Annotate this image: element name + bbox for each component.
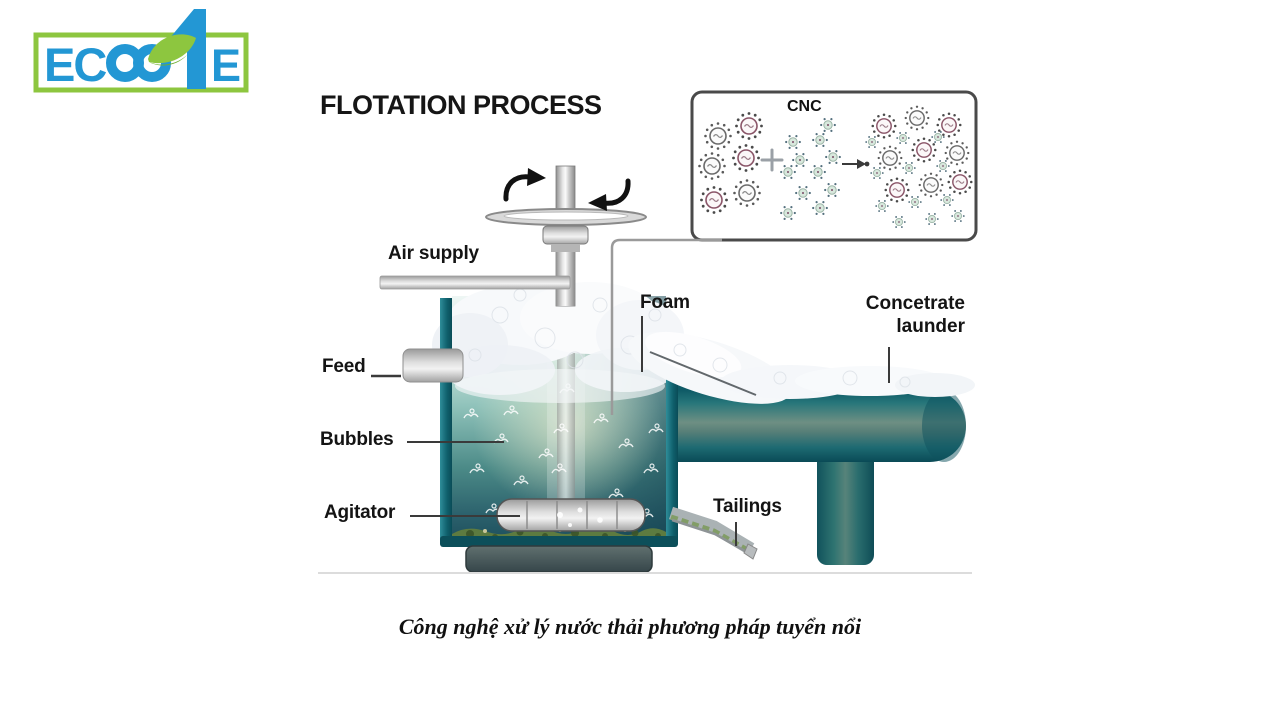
tank-bottom [440, 536, 678, 547]
agitator-shaft [485, 165, 647, 307]
label-concentrate-launder: Concetrate launder [865, 293, 965, 337]
logo-text-right: E [211, 40, 241, 91]
launder-pipe [668, 368, 966, 462]
agitator-graphic [496, 498, 646, 532]
feed-pipe [402, 348, 464, 383]
inset-box [690, 90, 978, 242]
label-agitator: Agitator [324, 502, 396, 523]
label-foam: Foam [640, 292, 690, 313]
logo-o2-icon [133, 44, 171, 82]
tank-right-wall [666, 350, 678, 542]
cnc-leader-line [610, 238, 722, 415]
rotation-arrow-right-icon [588, 178, 631, 211]
shaft-collar [542, 225, 589, 245]
tailings-chute [668, 506, 758, 560]
eco-one-logo: EC E [33, 9, 249, 93]
logo-text-left: EC [44, 38, 106, 91]
label-feed: Feed [322, 356, 366, 377]
leaf-icon [148, 34, 196, 64]
arrow-icon [842, 159, 870, 169]
label-bubbles: Bubbles [320, 429, 394, 450]
label-tailings: Tailings [713, 496, 782, 517]
plus-icon [760, 148, 784, 172]
flotation-tank [432, 282, 684, 573]
caption: Công nghệ xử lý nước thải phương pháp tu… [398, 614, 862, 639]
inset-title: CNC [787, 98, 822, 115]
foam-cascade [628, 331, 975, 404]
logo-numeral-one [159, 9, 206, 89]
leader-lines [371, 316, 890, 546]
diagram-title: FLOTATION PROCESS [320, 90, 602, 120]
tank-left-wall [440, 298, 452, 544]
tank-base [465, 545, 653, 573]
drain-pipe [817, 455, 874, 565]
rotation-arrow-left-icon [503, 168, 546, 202]
label-air-supply: Air supply [388, 243, 479, 264]
logo-frame [33, 32, 249, 93]
air-supply-pipe [379, 275, 571, 290]
